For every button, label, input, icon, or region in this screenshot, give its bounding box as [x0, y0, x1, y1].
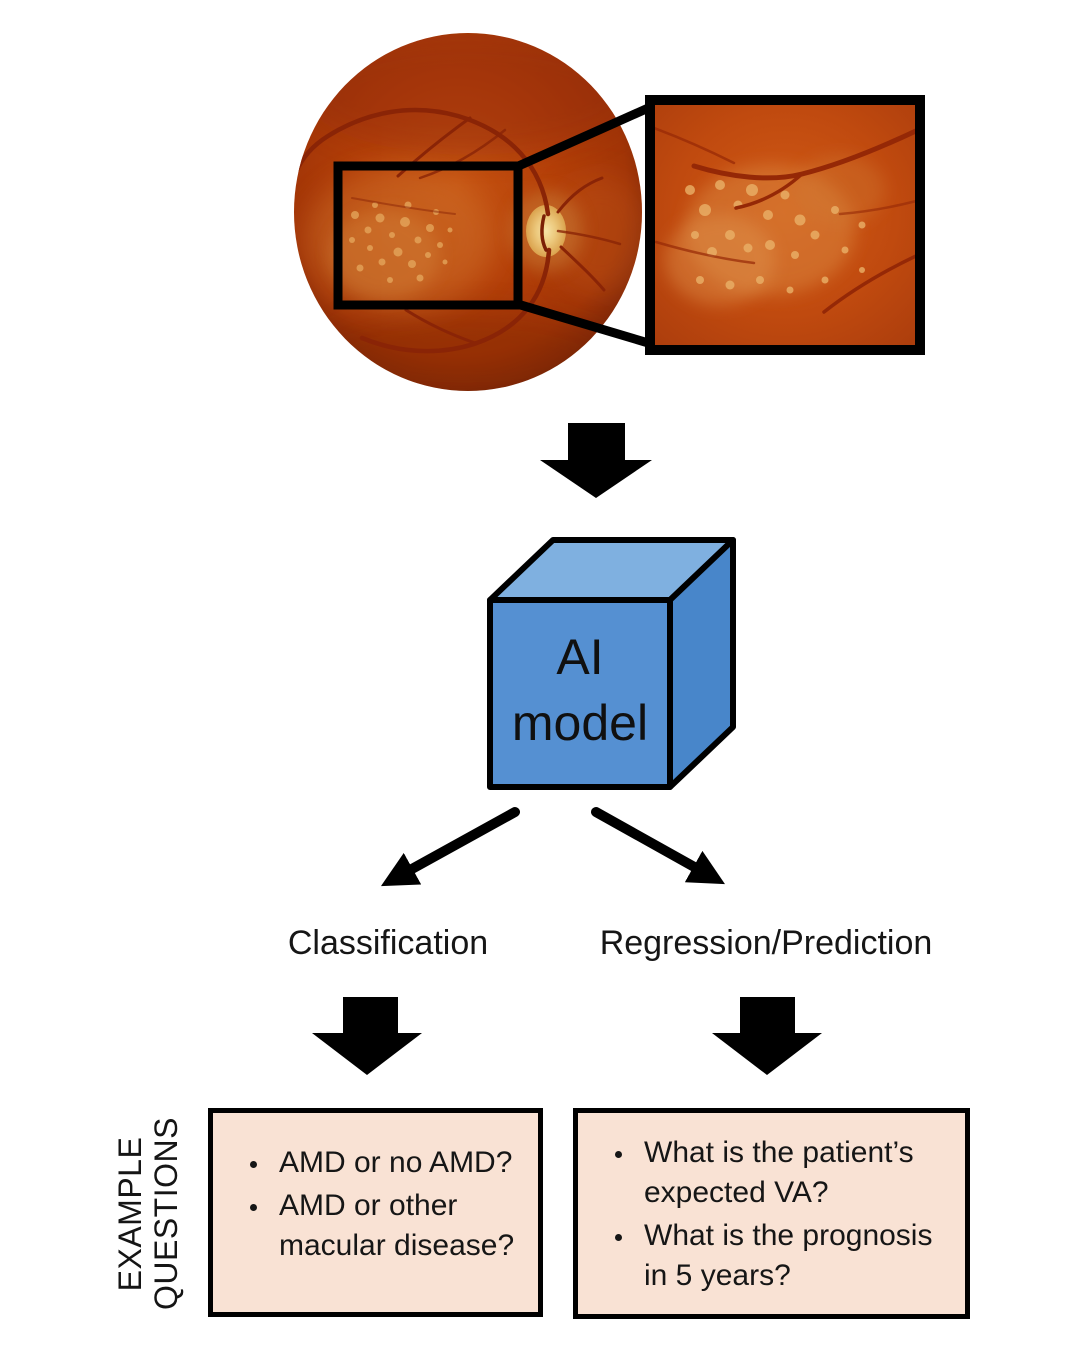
example-questions-label: EXAMPLE QUESTIONS — [112, 1117, 186, 1310]
classification-questions-box: AMD or no AMD? AMD or other macular dise… — [208, 1108, 543, 1317]
regression-question-item: What is the patient’s expected VA? — [636, 1133, 957, 1213]
magnified-inset — [645, 95, 925, 355]
example-questions-line1: EXAMPLE — [112, 1136, 148, 1292]
inset-connector-lines — [512, 100, 657, 350]
regression-questions-list: What is the patient’s expected VA? What … — [578, 1133, 965, 1296]
classification-questions-list: AMD or no AMD? AMD or other macular dise… — [213, 1143, 538, 1266]
ai-model-label-line1: AI — [556, 629, 604, 685]
inset-vessels — [655, 127, 915, 314]
fundus-roi-rectangle — [333, 161, 523, 310]
branch-arrows — [380, 807, 725, 887]
classification-down-arrow — [312, 997, 422, 1075]
ai-model-label-line2: model — [511, 695, 649, 751]
branch-arrow-right — [591, 807, 725, 885]
classification-label: Classification — [287, 924, 489, 962]
regression-down-arrow — [712, 997, 822, 1075]
ai-model-cube — [487, 537, 736, 790]
branch-arrow-left — [380, 807, 520, 887]
cube-front-face — [487, 597, 673, 790]
fundus-photo — [294, 33, 642, 391]
example-questions-line2: QUESTIONS — [148, 1117, 184, 1310]
ai-model-label: AI model — [490, 596, 670, 792]
classification-question-item: AMD or no AMD? — [271, 1143, 530, 1183]
retinal-vessels — [294, 107, 622, 354]
classification-question-item: AMD or other macular disease? — [271, 1186, 530, 1266]
regression-questions-box: What is the patient’s expected VA? What … — [573, 1108, 970, 1319]
inset-drusen-spots — [685, 180, 866, 294]
drusen-spots — [349, 201, 453, 283]
flow-down-arrow — [540, 423, 652, 498]
regression-question-item: What is the prognosis in 5 years? — [636, 1216, 957, 1296]
regression-label: Regression/Prediction — [599, 924, 933, 962]
